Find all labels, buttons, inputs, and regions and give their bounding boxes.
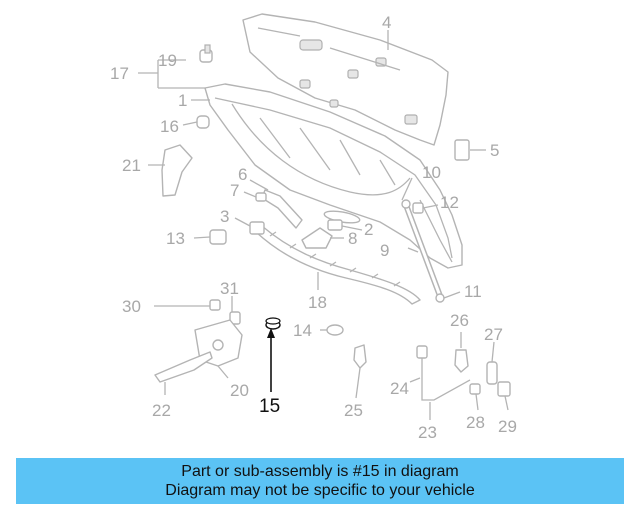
- banner-line-part: Part or sub-assembly is #15 in diagram: [181, 463, 459, 480]
- clip-12: [412, 202, 424, 214]
- nut-30: [209, 299, 221, 311]
- exploded-parts-diagram: 17 19 1 16 21 4 5 6 7 3 2 8 13 10 12 9 1…: [110, 13, 517, 442]
- clip-29: [497, 381, 511, 397]
- callout-10: 10: [422, 163, 441, 182]
- callout-8: 8: [348, 229, 357, 248]
- callout-15-highlighted: 15: [259, 396, 280, 417]
- callout-27: 27: [484, 325, 503, 344]
- banner-line-disclaimer: Diagram may not be specific to your vehi…: [165, 482, 475, 499]
- clip-28: [469, 383, 481, 395]
- bumper-16: [196, 115, 210, 129]
- release-handle-22: [154, 351, 213, 383]
- hood-support-strut: [401, 199, 445, 303]
- callout-labels: 17 19 1 16 21 4 5 6 7 3 2 8 13 10 12 9 1…: [110, 13, 517, 442]
- callout-17: 17: [110, 64, 129, 83]
- hood-seal-strip: [255, 225, 421, 305]
- callout-11: 11: [464, 282, 482, 301]
- callout-6: 6: [238, 165, 247, 184]
- callout-22: 22: [152, 401, 171, 420]
- callout-9: 9: [380, 241, 389, 260]
- callout-7: 7: [230, 181, 239, 200]
- leader-lines: [138, 30, 509, 420]
- callout-25: 25: [344, 401, 363, 420]
- callout-3: 3: [220, 207, 229, 226]
- callout-18: 18: [308, 293, 327, 312]
- callout-12: 12: [440, 193, 459, 212]
- callout-26: 26: [450, 311, 469, 330]
- bracket-21: [161, 144, 193, 197]
- grommet-15: [265, 317, 281, 330]
- callout-31: 31: [220, 279, 239, 298]
- callout-24: 24: [390, 379, 409, 398]
- callout-29: 29: [498, 417, 517, 436]
- clip-19: [199, 44, 213, 63]
- callout-14: 14: [293, 321, 312, 340]
- callout-5: 5: [490, 141, 499, 160]
- callout-23: 23: [418, 423, 437, 442]
- bumper-14: [326, 324, 344, 336]
- clip-27: [486, 361, 498, 385]
- bracket-3: [249, 221, 265, 235]
- callout-19: 19: [158, 51, 177, 70]
- callout-13: 13: [166, 229, 185, 248]
- prop-rod-23: [416, 345, 471, 401]
- clip-25: [353, 344, 367, 369]
- callout-4: 4: [382, 13, 391, 32]
- bracket-8: [301, 227, 333, 249]
- callout-21: 21: [122, 156, 141, 175]
- clip-31: [229, 311, 241, 325]
- callout-30: 30: [122, 297, 141, 316]
- callout-1: 1: [178, 91, 187, 110]
- bumper-13: [209, 229, 227, 245]
- clip-26: [454, 349, 469, 373]
- callout-28: 28: [466, 413, 485, 432]
- hood-panel: [204, 83, 463, 269]
- bolt-7: [255, 192, 267, 202]
- hinge-6: [261, 189, 303, 229]
- callout-20: 20: [230, 381, 249, 400]
- hood-insulator-pad: [242, 13, 449, 146]
- callout-16: 16: [160, 117, 179, 136]
- info-banner: Part or sub-assembly is #15 in diagram D…: [16, 458, 624, 504]
- callout-2: 2: [364, 220, 373, 239]
- clip-5: [454, 139, 470, 161]
- bracket-2: [327, 219, 343, 231]
